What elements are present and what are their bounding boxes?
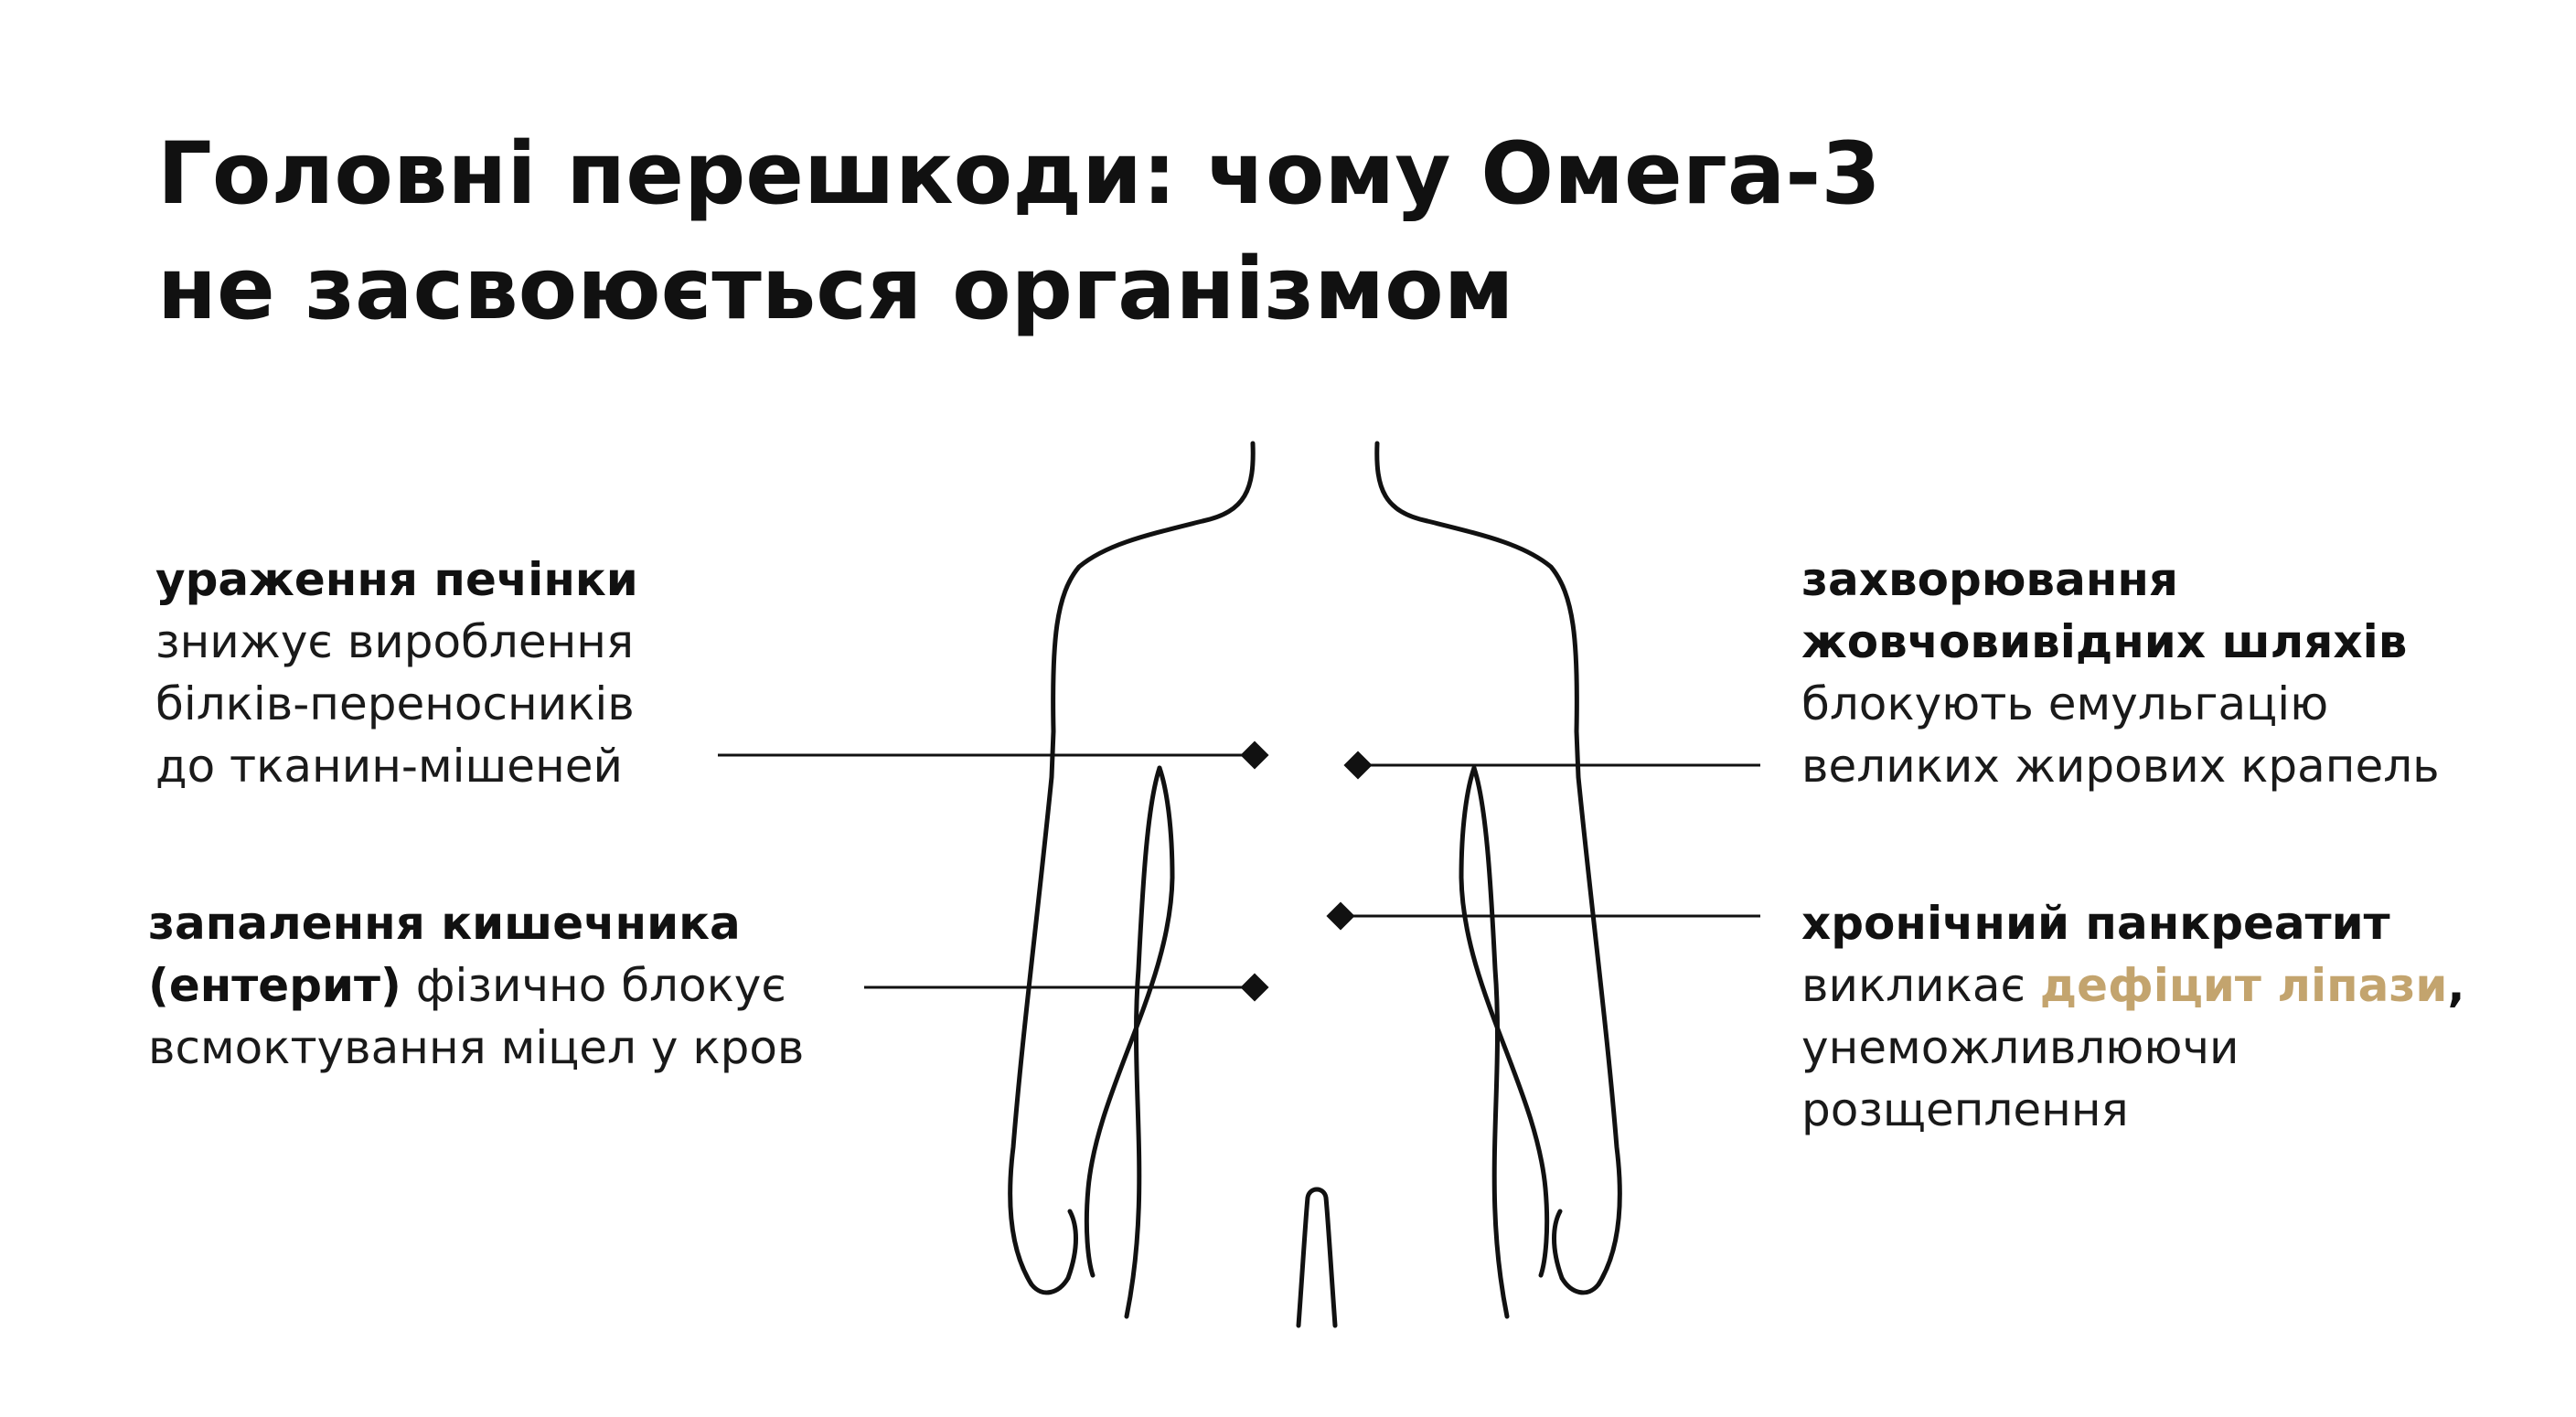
callout-intestine-line-1: (ентерит) фізично блокує	[148, 954, 804, 1017]
callout-pancreas-line-3: розщеплення	[1801, 1083, 2129, 1136]
callout-bile-heading-1: захворювання	[1801, 553, 2179, 606]
diamond-marker-icon	[1326, 901, 1355, 931]
callout-liver-line-2: білків-переносників	[155, 677, 635, 730]
callout-pancreatitis: хронічний панкреатит викликає дефіцит лі…	[1801, 892, 2464, 1141]
callout-intestine-line-2: всмоктування міцел у кров	[148, 1021, 805, 1074]
markers	[1240, 740, 1373, 1002]
diamond-marker-icon	[1240, 740, 1269, 770]
callout-pancreas-line-1-pre: викликає	[1801, 959, 2040, 1012]
callout-intestine-line-1-rest: фізично блокує	[401, 959, 786, 1012]
lipase-deficiency-highlight: дефіцит ліпази	[2039, 959, 2448, 1012]
callout-liver-line-1: знижує вироблення	[155, 615, 635, 668]
callout-intestine-heading-2: (ентерит)	[148, 959, 401, 1012]
callout-pancreas-line-1: викликає дефіцит ліпази,	[1801, 954, 2464, 1017]
callout-pancreas-line-2: унеможливлюючи	[1801, 1021, 2239, 1074]
diamond-marker-icon	[1343, 751, 1373, 780]
page-title: Головні перешкоди: чому Омега-3 не засво…	[157, 117, 2169, 347]
callout-enteritis: запалення кишечника (ентерит) фізично бл…	[148, 892, 804, 1079]
callout-pancreas-heading: хронічний панкреатит	[1801, 897, 2390, 950]
callout-bile-line-1: блокують емульгацію	[1801, 677, 2329, 730]
title-line-1: Головні перешкоди: чому Омега-3	[157, 124, 1881, 224]
diamond-marker-icon	[1240, 973, 1269, 1002]
callout-pancreas-line-1-post: ,	[2447, 959, 2465, 1012]
human-torso-outline-icon	[1008, 441, 1622, 1328]
callout-bile-line-2: великих жирових крапель	[1801, 740, 2440, 793]
callout-liver-line-3: до тканин-мішеней	[155, 740, 624, 793]
callout-biliary-disease: захворювання жовчовивідних шляхів блокую…	[1801, 549, 2440, 797]
callout-liver-damage: ураження печінки знижує вироблення білкі…	[155, 549, 638, 797]
callout-liver-heading: ураження печінки	[155, 553, 638, 606]
callout-intestine-heading: запалення кишечника	[148, 897, 741, 950]
connector-lines	[718, 753, 1760, 989]
callout-bile-heading-2: жовчовивідних шляхів	[1801, 615, 2408, 668]
title-line-2: не засвоюється організмом	[157, 240, 1514, 339]
